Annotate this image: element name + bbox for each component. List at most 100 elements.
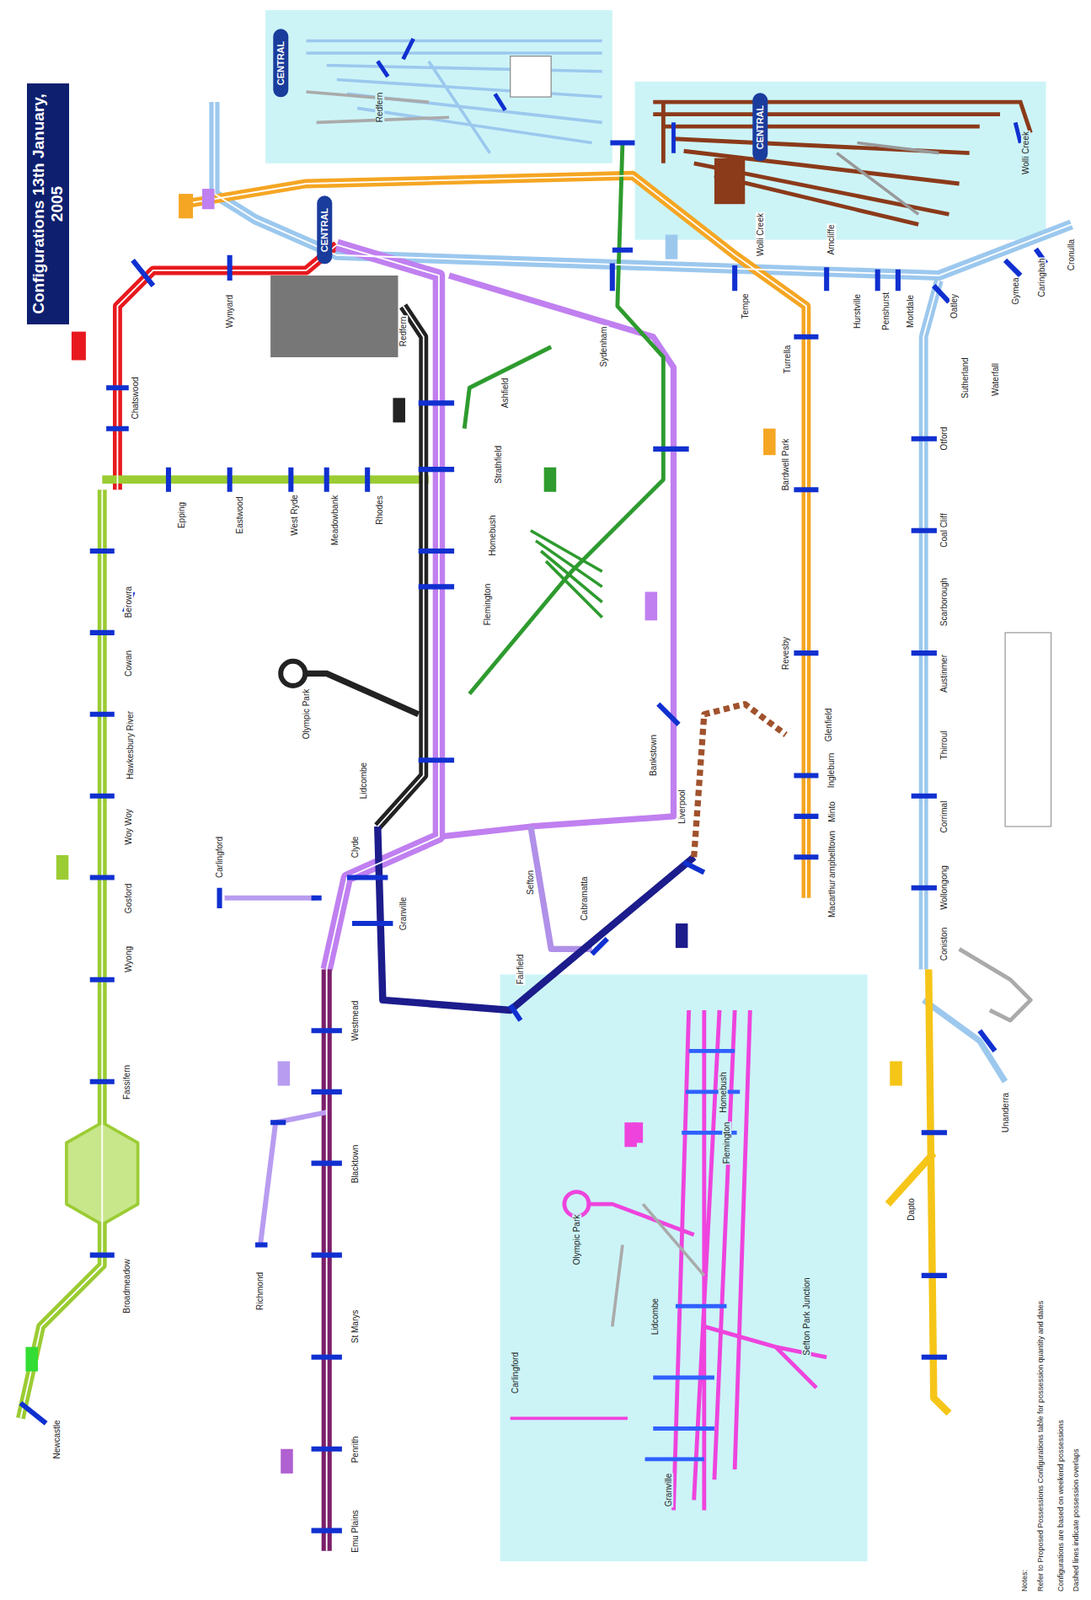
station-label: Oatley (949, 293, 959, 320)
station-label: St Marys (350, 1309, 360, 1344)
map-line (260, 1112, 327, 1245)
map-line (530, 826, 593, 949)
station-label: Flemington (721, 1121, 732, 1165)
station-label: Hawkesbury River (126, 710, 136, 781)
map-line (326, 969, 328, 1551)
map-line (418, 402, 690, 760)
inset-right-tracks (652, 101, 1031, 225)
map-line (714, 158, 745, 204)
station-label: Meadowbank (330, 494, 340, 546)
station-label: Dapto (906, 1197, 916, 1222)
map-line (645, 1050, 741, 1459)
station-name: CENTRAL (275, 41, 286, 86)
map-line (673, 122, 1021, 153)
map-line (219, 861, 705, 1245)
title-block: Configurations 13th January, 2005 (26, 83, 70, 325)
map-line (326, 245, 439, 970)
station-label: Cronulla (1066, 238, 1076, 272)
station-label: Lidcombe (650, 1297, 660, 1336)
station-label: Redfern (374, 90, 385, 124)
map-line (311, 877, 394, 1531)
map-line (71, 331, 86, 361)
map-line (652, 101, 1031, 225)
station-name: CENTRAL (319, 207, 330, 252)
station-label: Wolli Creek (755, 212, 765, 257)
route-lines (20, 101, 1071, 1551)
map-line (280, 1449, 294, 1474)
map-line (464, 347, 551, 429)
map-line (510, 1417, 628, 1421)
station-label: West Ryde (288, 493, 299, 537)
station-label: Chatswood (129, 375, 140, 420)
station-label: Wynyard (224, 294, 235, 329)
station-label: Wollongong (939, 865, 949, 912)
station-label: Fairfield (515, 953, 525, 986)
map-line (178, 193, 193, 219)
station-label: Carlingford (214, 835, 225, 879)
map-line (911, 438, 995, 1358)
station-label: Tempe (740, 292, 750, 320)
route-centre-lines (20, 101, 1071, 1551)
map-line (624, 1122, 637, 1147)
station-label: Granville (663, 1472, 674, 1508)
map-line (675, 923, 689, 948)
map-line (305, 91, 450, 123)
station-label: Richmond (255, 1271, 265, 1311)
map-line (889, 1061, 903, 1086)
map-line (56, 855, 70, 880)
station-label: Arncliffe (827, 224, 837, 257)
station-label: Blacktown (350, 1143, 360, 1184)
station-label: Broadmeadow (122, 1257, 132, 1314)
station-label: Otford (939, 426, 949, 452)
station-pill: CENTRAL (316, 195, 332, 264)
map-line (270, 275, 398, 358)
station-label: Sefton (525, 869, 535, 896)
map-line (665, 235, 679, 260)
station-label: Unanderra (1000, 1091, 1011, 1134)
station-label: Berowra (123, 585, 134, 619)
station-label: Gosford (123, 882, 134, 915)
map-line (887, 1153, 934, 1205)
map-line (25, 1347, 38, 1372)
map-line (20, 489, 102, 1418)
map-line (923, 280, 939, 969)
note-text: Refer to Proposed Possessions Configurat… (1036, 1299, 1046, 1593)
station-label: Scarborough (939, 577, 949, 627)
map-line (959, 948, 1032, 1021)
map-line (923, 280, 939, 969)
note-text: Configurations are based on weekend poss… (1056, 1418, 1066, 1593)
map-line (20, 489, 102, 1418)
station-label: Wyong (123, 945, 134, 974)
station-label: Hurstville (852, 293, 862, 330)
map-line (634, 81, 1046, 241)
station-label: Strathfield (493, 444, 503, 485)
station-label: Woy Woy (123, 807, 134, 845)
station-label: Bankstown (648, 733, 658, 777)
map-line (321, 969, 332, 1551)
station-label: Wolli Creek (1021, 130, 1031, 176)
inset-bottom-tracks (510, 1010, 827, 1510)
station-label: Waterfall (990, 362, 1001, 397)
station-label: Cowan (123, 649, 134, 678)
station-label: Caringbah (1036, 256, 1046, 298)
map-line (500, 974, 868, 1562)
map-line (265, 10, 613, 164)
map-line (510, 56, 551, 97)
map-line (168, 467, 368, 493)
map-line (377, 38, 505, 111)
station-label: Sutherland (959, 356, 969, 399)
map-line (377, 826, 694, 1011)
station-label: Coal Cliff (939, 513, 949, 549)
station-label: Carlingford (510, 1351, 520, 1395)
station-label: Newcastle (51, 1418, 61, 1460)
map-line (564, 1192, 589, 1217)
map-line (645, 591, 658, 621)
station-label: Bardwell Park (780, 437, 791, 492)
map-line (377, 305, 423, 827)
station-label: Revesby (780, 636, 791, 671)
map-line (793, 336, 819, 858)
map-line (213, 101, 1071, 276)
map-line (280, 661, 305, 686)
map-line (101, 475, 429, 484)
